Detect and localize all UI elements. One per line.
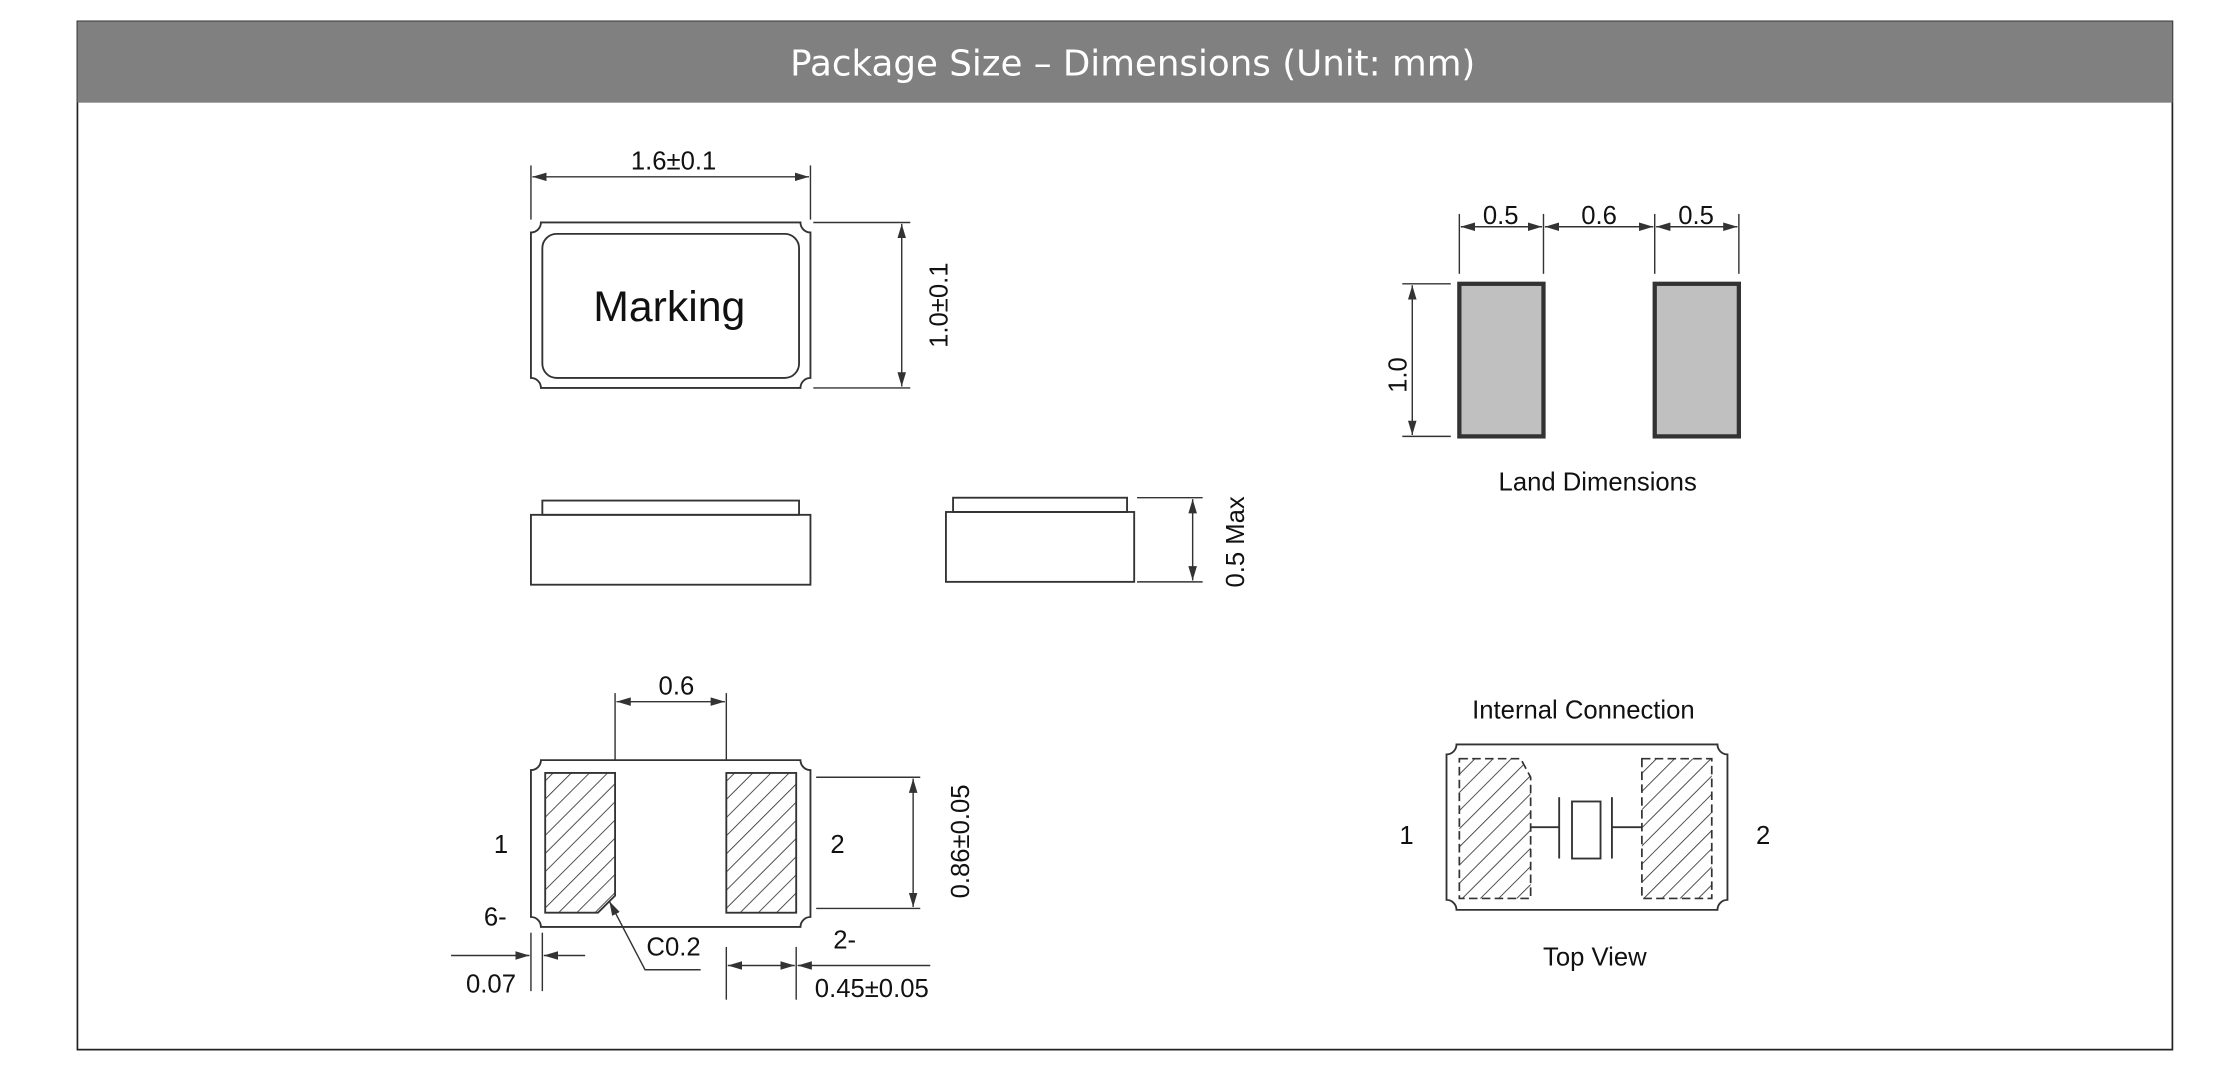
corner-count: 6- (484, 904, 507, 932)
height-dim: 1.0±0.1 (925, 262, 953, 347)
land-dimensions: 0.5 0.6 0.5 1.0 Land Dimensions (1385, 202, 1742, 497)
internal-title: Internal Connection (1472, 697, 1695, 725)
side-view: 0.5 Max (530, 496, 1250, 588)
internal-pin-2: 2 (1756, 822, 1770, 850)
pad-gap-dim: 0.6 (659, 673, 695, 701)
pad-width-dim: 0.45±0.05 (815, 975, 929, 1003)
chamfer-dim: C0.2 (646, 934, 700, 962)
bottom-view: 0.6 0.86±0.05 1 2 6- 0.07 C0.2 2- 0.45±0… (451, 673, 975, 1003)
pad-height-dim: 0.86±0.05 (947, 784, 975, 898)
land-caption: Land Dimensions (1499, 469, 1697, 497)
land-height: 1.0 (1385, 357, 1413, 393)
marking-label: Marking (593, 283, 745, 331)
internal-connection: Internal Connection 1 2 Top View (1399, 697, 1770, 972)
top-view: Marking 1.6±0.1 1.0±0.1 (530, 148, 953, 389)
pin-1-label: 1 (494, 831, 508, 859)
frame (76, 20, 2174, 1051)
width-dim: 1.6±0.1 (631, 148, 716, 176)
land-width-2: 0.5 (1678, 202, 1714, 230)
land-gap: 0.6 (1581, 202, 1617, 230)
internal-pin-1: 1 (1399, 822, 1413, 850)
top-view-caption: Top View (1543, 943, 1647, 971)
thickness-dim: 0.5 Max (1222, 496, 1250, 587)
corner-dim: 0.07 (466, 971, 516, 999)
pad-count: 2- (833, 926, 856, 954)
pin-2-label: 2 (830, 831, 844, 859)
header-bar (77, 21, 2173, 103)
page-title: Package Size – Dimensions (Unit: mm) (790, 44, 1475, 85)
land-width-1: 0.5 (1483, 202, 1519, 230)
